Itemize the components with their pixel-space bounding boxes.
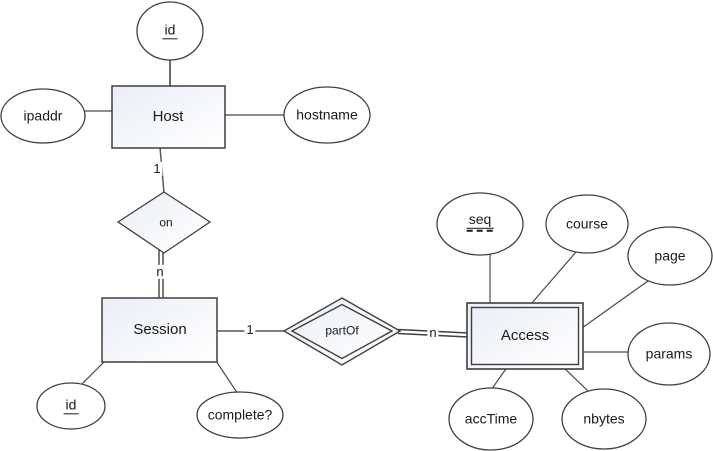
- attribute-label-ipaddr: ipaddr: [23, 107, 63, 124]
- connector-access-acctime: [490, 365, 509, 391]
- attribute-label-params: params: [645, 345, 693, 362]
- connector-session-id: [80, 360, 106, 386]
- attribute-ellipse-nbytes: [561, 388, 647, 450]
- seq-text: seq: [466, 211, 494, 230]
- connector-session-complete: [215, 360, 239, 395]
- connector-access-nbytes: [561, 365, 590, 393]
- entity-rect-session: [101, 297, 218, 363]
- relationship-diamond-partof-outer: [282, 297, 402, 366]
- cardinality-session-partof: 1: [244, 321, 256, 338]
- attribute-label-hostname: hostname: [296, 106, 358, 123]
- relationship-label-partof: partOf: [325, 323, 359, 338]
- entity-label-session: Session: [133, 320, 187, 338]
- attribute-ellipse-page: [627, 226, 713, 286]
- entity-rect-host: [111, 85, 226, 149]
- attribute-label-page: page: [654, 247, 686, 264]
- attribute-label-acctime: accTime: [464, 410, 518, 427]
- attribute-ellipse-host-id: [136, 1, 204, 61]
- attribute-ellipse-hostname: [283, 86, 371, 144]
- cardinality-host-on: 1: [151, 160, 163, 177]
- attribute-ellipse-course: [545, 194, 629, 254]
- attribute-label-course: course: [565, 215, 609, 232]
- relationship-diamond-on: [116, 191, 212, 254]
- attribute-ellipse-session-id: [36, 382, 106, 430]
- cardinality-on-session: n: [154, 263, 166, 280]
- entity-rect-access-inner: [470, 306, 580, 366]
- attribute-label-host-id: id: [162, 21, 178, 40]
- entity-label-host: Host: [152, 107, 184, 125]
- attribute-label-nbytes: nbytes: [583, 410, 625, 427]
- connector-course-access: [530, 251, 577, 305]
- connector-page-access: [581, 280, 649, 329]
- seq-partial-key-dash: [466, 230, 493, 233]
- attribute-ellipse-complete: [196, 391, 284, 439]
- relationship-diamond-partof-inner: [290, 303, 394, 360]
- host-id-text: id: [162, 21, 178, 40]
- relationship-label-on: on: [159, 215, 173, 230]
- attribute-label-seq: seq: [466, 211, 494, 233]
- cardinality-partof-access: n: [427, 324, 439, 341]
- attribute-label-complete: complete?: [207, 406, 273, 423]
- entity-label-access: Access: [500, 326, 550, 344]
- attribute-ellipse-params: [627, 322, 711, 386]
- attribute-ellipse-acctime: [448, 387, 534, 451]
- attribute-ellipse-seq: [436, 192, 524, 256]
- attribute-label-session-id: id: [63, 396, 79, 415]
- entity-rect-access-outer: [466, 302, 584, 370]
- session-id-text: id: [63, 396, 79, 415]
- attribute-ellipse-ipaddr: [0, 88, 86, 144]
